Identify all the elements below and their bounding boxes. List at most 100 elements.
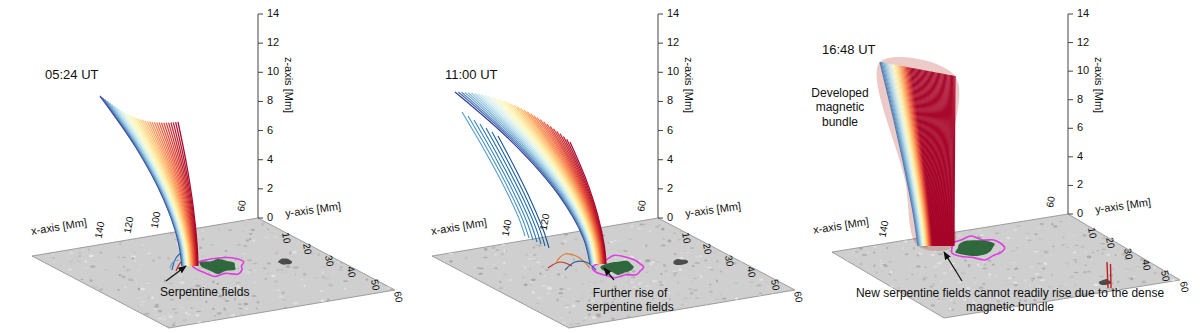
granulation-speck (340, 261, 345, 263)
granulation-speck (1006, 237, 1011, 239)
granulation-speck (521, 254, 525, 255)
granulation-speck (202, 277, 204, 280)
granulation-speck (890, 245, 892, 248)
pointer-arrow (166, 266, 186, 281)
axis-title: x-axis [Mm] (813, 215, 871, 237)
granulation-speck (137, 297, 141, 299)
granulation-speck (58, 265, 62, 266)
granulation-speck (890, 271, 892, 274)
granulation-speck (247, 270, 251, 273)
granulation-speck (902, 247, 904, 248)
axis-tick (658, 218, 663, 219)
granulation-speck (89, 255, 94, 257)
granulation-speck (707, 266, 713, 268)
dark-spot (673, 259, 688, 265)
granulation-speck (953, 301, 956, 304)
granulation-speck (557, 284, 560, 286)
granulation-speck (691, 280, 693, 282)
granulation-speck (188, 267, 191, 269)
granulation-speck (965, 278, 968, 280)
granulation-speck (584, 317, 587, 319)
granulation-speck (532, 305, 534, 308)
granulation-speck (989, 275, 991, 278)
granulation-speck (1007, 268, 1010, 270)
granulation-speck (561, 242, 564, 243)
granulation-speck (631, 276, 635, 278)
granulation-speck (289, 252, 291, 255)
granulation-speck (341, 272, 344, 274)
granulation-speck (173, 322, 175, 324)
granulation-speck (99, 288, 103, 291)
granulation-speck (530, 255, 532, 257)
field-line (563, 136, 605, 264)
field-lines (100, 57, 1111, 288)
granulation-speck (1011, 262, 1016, 263)
granulation-speck (261, 222, 265, 224)
tick-label: 4 (667, 153, 673, 166)
granulation-speck (225, 313, 229, 316)
granulation-speck (273, 236, 278, 237)
granulation-speck (78, 255, 82, 257)
granulation-speck (978, 283, 982, 286)
granulation-speck (244, 220, 249, 221)
granulation-speck (146, 283, 150, 284)
granulation-speck (1008, 231, 1013, 233)
granulation-speck (509, 279, 513, 282)
granulation-speck (552, 289, 554, 292)
granulation-speck (632, 270, 636, 272)
granulation-speck (286, 265, 291, 267)
granulation-speck (1085, 251, 1088, 254)
axis-tick (658, 72, 663, 73)
granulation-speck (502, 243, 506, 246)
axis-tick (258, 72, 263, 73)
granulation-speck (685, 303, 687, 304)
granulation-speck (989, 282, 994, 284)
granulation-speck (1005, 279, 1009, 282)
granulation-speck (449, 257, 451, 259)
granulation-speck (892, 280, 896, 281)
axis-tick (658, 188, 663, 189)
granulation-speck (687, 252, 690, 253)
granulation-speck (1099, 276, 1103, 278)
granulation-speck (720, 294, 722, 295)
granulation-speck (964, 261, 969, 262)
granulation-speck (720, 270, 722, 272)
axis-tick (258, 101, 263, 102)
granulation-speck (696, 238, 698, 240)
tick-label: 10 (279, 231, 293, 244)
tick-label: 50 (368, 278, 382, 291)
granulation-speck (607, 242, 610, 244)
polarity-contour (193, 258, 244, 277)
granulation-speck (930, 308, 935, 310)
granulation-speck (310, 289, 313, 291)
tick-label: 140 (92, 220, 107, 239)
granulation-speck (638, 282, 641, 285)
granulation-speck (1064, 284, 1068, 286)
granulation-speck (1043, 280, 1045, 281)
granulation-speck (328, 284, 334, 286)
granulation-speck (276, 269, 280, 271)
granulation-speck (1153, 272, 1158, 274)
axis-title: y-axis [Mm] (284, 200, 342, 221)
granulation-speck (541, 265, 545, 268)
granulation-speck (917, 302, 922, 304)
granulation-speck (1053, 245, 1055, 248)
granulation-speck (631, 225, 633, 227)
granulation-speck (673, 272, 678, 274)
granulation-speck (136, 269, 139, 270)
granulation-speck (278, 295, 283, 298)
granulation-speck (84, 267, 89, 268)
axis-tick (1068, 71, 1073, 72)
axis-tick (1068, 42, 1073, 43)
granulation-speck (548, 288, 552, 290)
granulation-speck (883, 245, 886, 246)
granulation-speck (182, 319, 187, 322)
granulation-speck (652, 241, 654, 243)
granulation-speck (468, 268, 470, 270)
field-line (554, 129, 604, 264)
granulation-speck (174, 239, 177, 241)
granulation-speck (567, 288, 570, 290)
granulation-speck (273, 289, 277, 292)
granulation-speck (1031, 280, 1033, 282)
